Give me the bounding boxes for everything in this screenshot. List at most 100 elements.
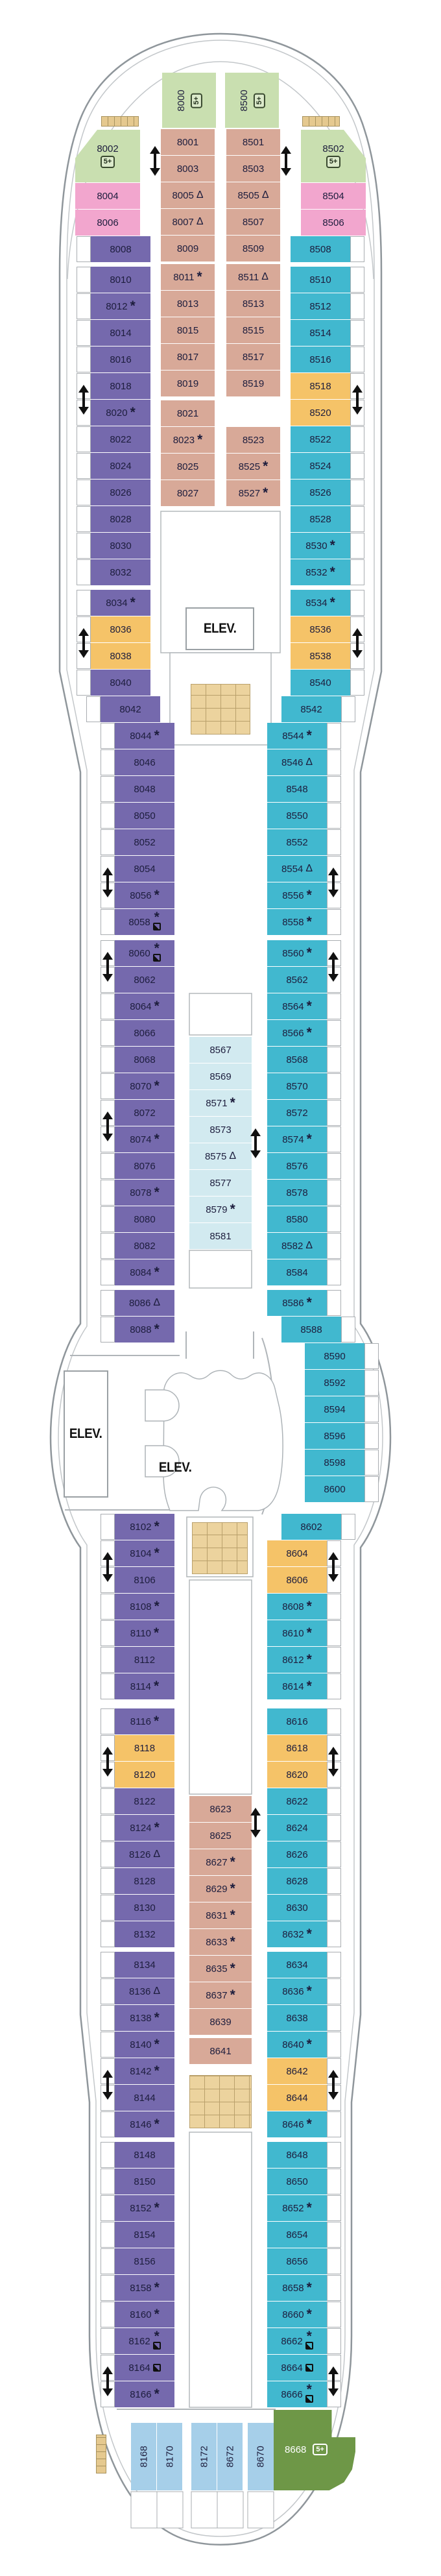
cabin-8639[interactable]: 8639: [189, 2009, 252, 2035]
cabin-8594[interactable]: 8594: [305, 1396, 364, 1422]
cabin-8523[interactable]: 8523: [226, 427, 280, 453]
cabin-8122[interactable]: 8122: [115, 1788, 174, 1814]
cabin-8003[interactable]: 8003: [161, 156, 215, 182]
cabin-8508[interactable]: 8508: [291, 236, 350, 262]
cabin-8579[interactable]: 8579*: [189, 1197, 252, 1222]
cabin-8022[interactable]: 8022: [91, 426, 150, 452]
cabin-8078[interactable]: 8078*: [115, 1180, 174, 1206]
cabin-8515[interactable]: 8515: [226, 317, 280, 343]
cabin-8590[interactable]: 8590: [305, 1343, 364, 1369]
cabin-8006[interactable]: 8006: [75, 210, 140, 236]
cabin-8558[interactable]: 8558*: [267, 909, 327, 935]
cabin-8514[interactable]: 8514: [291, 320, 350, 346]
cabin-8170[interactable]: 8170: [157, 2423, 182, 2490]
cabin-8074[interactable]: 8074*: [115, 1126, 174, 1152]
cabin-8564[interactable]: 8564*: [267, 993, 327, 1019]
cabin-8054[interactable]: 8054: [115, 856, 174, 882]
cabin-8660[interactable]: 8660*: [267, 2302, 327, 2327]
cabin-8104[interactable]: 8104*: [115, 1540, 174, 1566]
cabin-8017[interactable]: 8017: [161, 344, 215, 370]
cabin-8646[interactable]: 8646*: [267, 2111, 327, 2137]
cabin-8556[interactable]: 8556*: [267, 882, 327, 908]
cabin-8140[interactable]: 8140*: [115, 2032, 174, 2058]
cabin-8138[interactable]: 8138*: [115, 2005, 174, 2031]
cabin-8172[interactable]: 8172: [191, 2423, 217, 2490]
cabin-8001[interactable]: 8001: [161, 129, 215, 155]
cabin-8524[interactable]: 8524: [291, 453, 350, 479]
cabin-8116[interactable]: 8116*: [115, 1708, 174, 1734]
cabin-8632[interactable]: 8632*: [267, 1921, 327, 1947]
cabin-8550[interactable]: 8550: [267, 803, 327, 829]
cabin-8013[interactable]: 8013: [161, 291, 215, 317]
cabin-8580[interactable]: 8580: [267, 1206, 327, 1232]
cabin-8610[interactable]: 8610*: [267, 1620, 327, 1646]
cabin-8634[interactable]: 8634: [267, 1952, 327, 1978]
cabin-8517[interactable]: 8517: [226, 344, 280, 370]
cabin-8152[interactable]: 8152*: [115, 2195, 174, 2221]
cabin-8166[interactable]: 8166*: [115, 2381, 174, 2407]
cabin-8050[interactable]: 8050: [115, 803, 174, 829]
cabin-8507[interactable]: 8507: [226, 209, 280, 235]
cabin-8625[interactable]: 8625: [189, 1823, 252, 1849]
cabin-8068[interactable]: 8068: [115, 1047, 174, 1073]
cabin-8637[interactable]: 8637*: [189, 1982, 252, 2008]
cabin-8509[interactable]: 8509: [226, 236, 280, 261]
cabin-8112[interactable]: 8112: [115, 1647, 174, 1673]
cabin-8134[interactable]: 8134: [115, 1952, 174, 1978]
cabin-8656[interactable]: 8656: [267, 2248, 327, 2274]
cabin-8652[interactable]: 8652*: [267, 2195, 327, 2221]
cabin-8030[interactable]: 8030: [91, 533, 150, 559]
cabin-8586[interactable]: 8586*: [267, 1290, 327, 1316]
cabin-8573[interactable]: 8573: [189, 1117, 252, 1143]
cabin-8058[interactable]: 8058*: [115, 909, 174, 935]
cabin-8503[interactable]: 8503: [226, 156, 280, 182]
cabin-8028[interactable]: 8028: [91, 506, 150, 532]
cabin-8106[interactable]: 8106: [115, 1567, 174, 1593]
cabin-8635[interactable]: 8635*: [189, 1956, 252, 1982]
cabin-8076[interactable]: 8076: [115, 1153, 174, 1179]
cabin-8566[interactable]: 8566*: [267, 1020, 327, 1046]
cabin-8614[interactable]: 8614*: [267, 1673, 327, 1699]
cabin-8020[interactable]: 8020*: [91, 400, 150, 426]
cabin-8084[interactable]: 8084*: [115, 1259, 174, 1285]
cabin-8600[interactable]: 8600: [305, 1476, 364, 1502]
cabin-8571[interactable]: 8571*: [189, 1090, 252, 1116]
cabin-8008[interactable]: 8008: [91, 236, 150, 262]
cabin-8542[interactable]: 8542: [281, 696, 341, 722]
cabin-8015[interactable]: 8015: [161, 317, 215, 343]
cabin-8048[interactable]: 8048: [115, 776, 174, 802]
cabin-8516[interactable]: 8516: [291, 346, 350, 372]
cabin-8644[interactable]: 8644: [267, 2085, 327, 2111]
cabin-8148[interactable]: 8148: [115, 2142, 174, 2168]
cabin-8064[interactable]: 8064*: [115, 993, 174, 1019]
cabin-8640[interactable]: 8640*: [267, 2032, 327, 2058]
cabin-8616[interactable]: 8616: [267, 1708, 327, 1734]
cabin-8636[interactable]: 8636*: [267, 1978, 327, 2004]
cabin-8527[interactable]: 8527*: [226, 480, 280, 506]
cabin-8567[interactable]: 8567: [189, 1037, 252, 1063]
cabin-8025[interactable]: 8025: [161, 454, 215, 480]
cabin-8538[interactable]: 8538: [291, 643, 350, 669]
cabin-8501[interactable]: 8501: [226, 129, 280, 155]
cabin-8560[interactable]: 8560*: [267, 940, 327, 966]
cabin-8574[interactable]: 8574*: [267, 1126, 327, 1152]
cabin-8526[interactable]: 8526: [291, 480, 350, 505]
cabin-8158[interactable]: 8158*: [115, 2275, 174, 2301]
cabin-8512[interactable]: 8512: [291, 293, 350, 319]
cabin-8562[interactable]: 8562: [267, 967, 327, 993]
cabin-8032[interactable]: 8032: [91, 559, 150, 585]
cabin-8038[interactable]: 8038: [91, 643, 150, 669]
cabin-8620[interactable]: 8620: [267, 1762, 327, 1788]
cabin-8569[interactable]: 8569: [189, 1063, 252, 1089]
cabin-8014[interactable]: 8014: [91, 320, 150, 346]
cabin-8146[interactable]: 8146*: [115, 2111, 174, 2137]
cabin-8080[interactable]: 8080: [115, 1206, 174, 1232]
cabin-8144[interactable]: 8144: [115, 2085, 174, 2111]
cabin-8070[interactable]: 8070*: [115, 1073, 174, 1099]
cabin-8662[interactable]: 8662*: [267, 2328, 327, 2354]
